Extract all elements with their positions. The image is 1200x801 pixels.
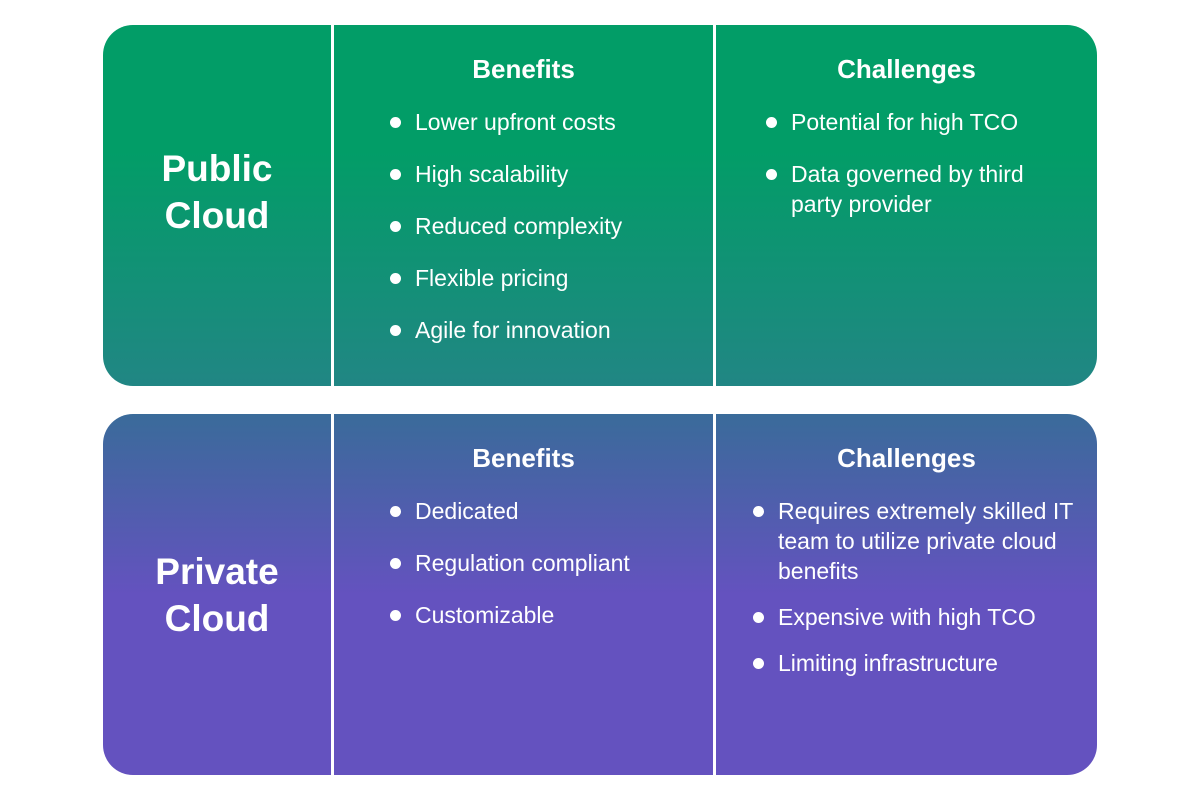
- list-item: Reduced complexity: [390, 211, 700, 241]
- bullet-dot-icon: [390, 221, 401, 232]
- private-cloud-title-line2: Cloud: [164, 597, 270, 639]
- list-item: Limiting infrastructure: [753, 648, 1088, 678]
- list-item-text: Reduced complexity: [415, 213, 623, 239]
- bullet-dot-icon: [753, 506, 764, 517]
- challenges-heading: Challenges: [837, 54, 976, 84]
- benefits-heading: Benefits: [472, 443, 575, 473]
- bullet-dot-icon: [766, 117, 777, 128]
- list-item: High scalability: [390, 159, 700, 189]
- bullet-dot-icon: [390, 558, 401, 569]
- private-cloud-challenges-list: Requires extremely skilled IT team to ut…: [753, 496, 1088, 694]
- list-item-text: Data governed by third party provider: [791, 161, 1024, 217]
- list-item: Lower upfront costs: [390, 107, 700, 137]
- private-cloud-challenges-column: Challenges Requires extremely skilled IT…: [716, 414, 1097, 775]
- list-item-text: Lower upfront costs: [415, 109, 616, 135]
- public-cloud-benefits-list: Lower upfront costs High scalability Red…: [390, 107, 700, 367]
- list-item: Dedicated: [390, 496, 700, 526]
- list-item-text: Regulation compliant: [415, 550, 630, 576]
- list-item-text: Requires extremely skilled IT team to ut…: [778, 498, 1073, 584]
- private-cloud-benefits-list: Dedicated Regulation compliant Customiza…: [390, 496, 700, 652]
- private-cloud-card: Private Cloud Benefits Dedicated Regulat…: [103, 414, 1097, 775]
- list-item-text: High scalability: [415, 161, 569, 187]
- public-cloud-title-line1: Public: [161, 147, 273, 189]
- divider: [713, 25, 716, 386]
- challenges-heading: Challenges: [837, 443, 976, 473]
- bullet-dot-icon: [390, 169, 401, 180]
- benefits-heading: Benefits: [472, 54, 575, 84]
- public-cloud-benefits-column: Benefits Lower upfront costs High scalab…: [334, 25, 713, 386]
- private-cloud-title-line1: Private: [155, 550, 279, 592]
- bullet-dot-icon: [753, 612, 764, 623]
- list-item: Flexible pricing: [390, 263, 700, 293]
- bullet-dot-icon: [390, 325, 401, 336]
- bullet-dot-icon: [753, 658, 764, 669]
- list-item-text: Customizable: [415, 602, 555, 628]
- list-item-text: Expensive with high TCO: [778, 604, 1036, 630]
- public-cloud-title-line2: Cloud: [164, 194, 270, 236]
- bullet-dot-icon: [390, 117, 401, 128]
- list-item: Requires extremely skilled IT team to ut…: [753, 496, 1088, 586]
- divider: [331, 25, 334, 386]
- public-cloud-challenges-list: Potential for high TCO Data governed by …: [766, 107, 1076, 241]
- bullet-dot-icon: [390, 506, 401, 517]
- list-item-text: Agile for innovation: [415, 317, 611, 343]
- public-cloud-card: Public Cloud Benefits Lower upfront cost…: [103, 25, 1097, 386]
- list-item: Data governed by third party provider: [766, 159, 1076, 219]
- list-item: Customizable: [390, 600, 700, 630]
- public-cloud-challenges-column: Challenges Potential for high TCO Data g…: [716, 25, 1097, 386]
- divider: [713, 414, 716, 775]
- private-cloud-title-cell: Private Cloud: [103, 414, 331, 775]
- bullet-dot-icon: [766, 169, 777, 180]
- public-cloud-title: Public Cloud: [117, 145, 317, 239]
- private-cloud-benefits-column: Benefits Dedicated Regulation compliant …: [334, 414, 713, 775]
- list-item: Expensive with high TCO: [753, 602, 1088, 632]
- divider: [331, 414, 334, 775]
- bullet-dot-icon: [390, 610, 401, 621]
- bullet-dot-icon: [390, 273, 401, 284]
- list-item-text: Flexible pricing: [415, 265, 569, 291]
- public-cloud-title-cell: Public Cloud: [103, 25, 331, 386]
- list-item: Regulation compliant: [390, 548, 700, 578]
- list-item-text: Dedicated: [415, 498, 519, 524]
- list-item-text: Limiting infrastructure: [778, 650, 998, 676]
- private-cloud-title: Private Cloud: [117, 548, 317, 642]
- list-item: Agile for innovation: [390, 315, 700, 345]
- list-item: Potential for high TCO: [766, 107, 1076, 137]
- list-item-text: Potential for high TCO: [791, 109, 1019, 135]
